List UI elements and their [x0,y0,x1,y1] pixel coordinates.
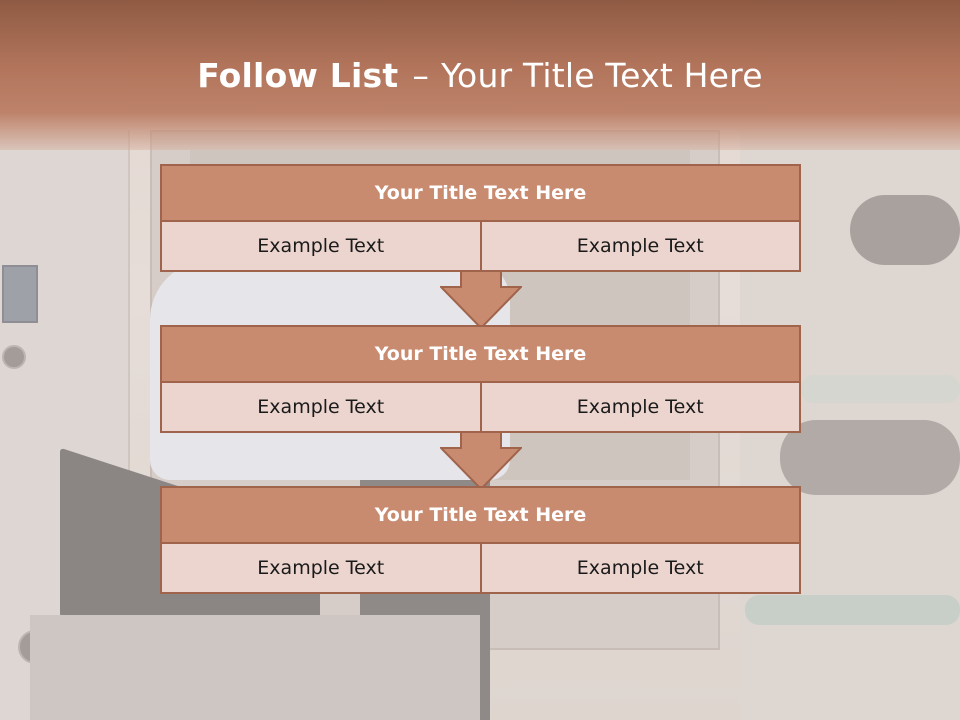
block-cell-right: Example Text [481,544,801,594]
list-block: Your Title Text Here Example Text Exampl… [160,164,801,272]
title-separator: – [412,56,430,95]
title-rest: Your Title Text Here [441,56,763,95]
block-cell-left: Example Text [160,222,482,272]
down-arrow-icon [440,270,522,330]
list-block: Your Title Text Here Example Text Exampl… [160,325,801,433]
block-row: Example Text Example Text [160,544,801,594]
slide-title: Follow List–Your Title Text Here [0,56,960,95]
block-row: Example Text Example Text [160,383,801,433]
knob [2,345,26,369]
block-heading: Your Title Text Here [160,486,801,544]
down-arrow-icon [440,431,522,491]
header-band [0,0,960,150]
block-heading: Your Title Text Here [160,325,801,383]
block-cell-right: Example Text [481,222,801,272]
machine-opening [780,420,960,495]
keypad [2,265,38,323]
machine-opening [850,195,960,265]
table [30,615,480,720]
light-tube [745,595,960,625]
block-heading: Your Title Text Here [160,164,801,222]
block-row: Example Text Example Text [160,222,801,272]
block-cell-left: Example Text [160,383,482,433]
list-block: Your Title Text Here Example Text Exampl… [160,486,801,594]
light-tube [800,375,960,403]
title-bold: Follow List [197,56,399,95]
block-cell-right: Example Text [481,383,801,433]
block-cell-left: Example Text [160,544,482,594]
